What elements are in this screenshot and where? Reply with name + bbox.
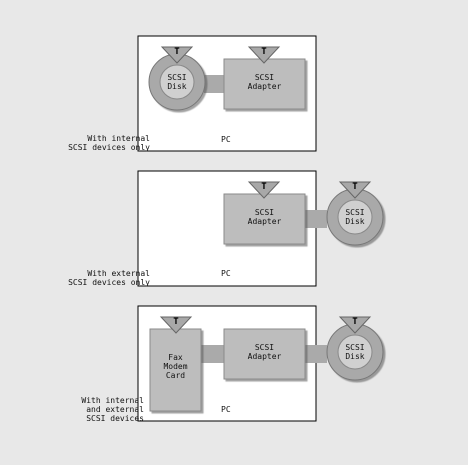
pc-label: PC: [221, 269, 231, 278]
panel-caption: With internal and external SCSI devices: [81, 396, 144, 423]
terminator-label: T: [261, 47, 267, 57]
connector-2: [305, 210, 327, 228]
panel-caption: With external SCSI devices only: [68, 269, 150, 287]
disk-label: SCSI Disk: [167, 73, 187, 91]
terminator-3b: [338, 316, 372, 334]
terminator-1a: [160, 46, 194, 64]
adapter-label: SCSI Adapter: [247, 73, 282, 91]
adapter-2: [223, 193, 306, 245]
panel-caption: With internal SCSI devices only: [68, 134, 150, 152]
terminator-2a: [247, 181, 281, 199]
terminator-label: T: [261, 182, 267, 192]
terminator-2b: [338, 181, 372, 199]
terminator-3a: [159, 316, 193, 334]
connector-1: [204, 75, 224, 93]
adapter-3: [223, 328, 306, 380]
pc-label: PC: [221, 405, 231, 414]
adapter-1: [223, 58, 306, 110]
disk-center-1: [159, 64, 195, 100]
disk-label: SCSI Disk: [345, 208, 365, 226]
disk-center-3: [337, 334, 373, 370]
fax-card-3: [149, 328, 202, 412]
connector-3a: [201, 345, 224, 363]
terminator-label: T: [352, 317, 358, 327]
disk-label: SCSI Disk: [345, 343, 365, 361]
terminator-label: T: [173, 317, 179, 327]
terminator-1b: [247, 46, 281, 64]
disk-center-2: [337, 199, 373, 235]
terminator-label: T: [352, 182, 358, 192]
connector-3b: [305, 345, 327, 363]
adapter-label: SCSI Adapter: [247, 208, 282, 226]
fax-modem-card-label: Fax Modem Card: [163, 353, 188, 380]
terminator-label: T: [174, 47, 180, 57]
adapter-label: SCSI Adapter: [247, 343, 282, 361]
pc-label: PC: [221, 135, 231, 144]
